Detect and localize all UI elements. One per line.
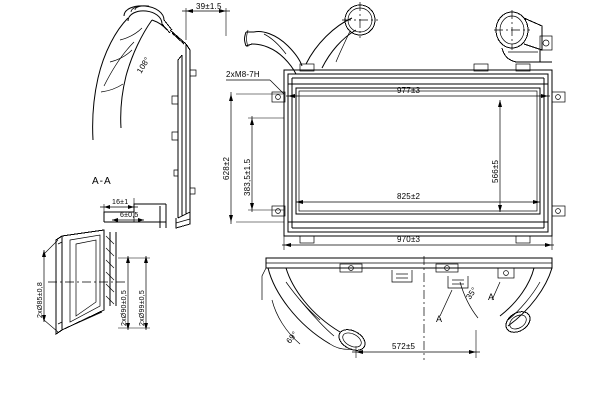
dim-dia-99-label: 2xØ99±0,5 xyxy=(139,290,146,326)
dim-383: 383,5±1.5 xyxy=(243,116,284,212)
dim-6-label: 6±0,5 xyxy=(120,212,138,219)
top-center-port xyxy=(305,2,378,69)
dim-825: 825±2 xyxy=(296,192,540,204)
thread-callout: 2xM8-7H xyxy=(226,70,285,95)
dim-977: 977±3 xyxy=(286,74,550,98)
section-mark-left: A xyxy=(436,289,453,324)
dim-16-label: 16±1 xyxy=(112,199,128,206)
dim-dia-90-label: 2xØ90±0,5 xyxy=(121,290,128,326)
section-mark-a-left: A xyxy=(436,314,442,324)
dim-572-label: 572±5 xyxy=(392,342,416,351)
core-front-view: 2xM8-7H xyxy=(226,63,566,244)
dim-39-label: 39±1.5 xyxy=(196,2,222,11)
dim-970-label: 970±3 xyxy=(397,235,421,244)
thread-note-label: 2xM8-7H xyxy=(226,70,260,79)
dim-dia-99: 2xØ99±0,5 xyxy=(139,256,148,330)
dim-977-label: 977±3 xyxy=(397,86,421,95)
upper-hose-left xyxy=(244,29,303,75)
section-aa-title: A-A xyxy=(92,176,112,187)
section-mark-right: A xyxy=(488,281,501,302)
left-elbow-view: 108° xyxy=(92,5,197,229)
dim-dia-85: 2xØ85±0,8 xyxy=(37,250,46,322)
dim-572: 572±5 xyxy=(352,330,480,358)
dim-dia-85-label: 2xØ85±0,8 xyxy=(37,282,44,318)
dim-6: 6±0,5 xyxy=(112,212,144,222)
dim-dia-90: 2xØ90±0,5 xyxy=(121,256,130,330)
dim-970: 970±3 xyxy=(282,235,554,250)
dim-825-label: 825±2 xyxy=(397,192,421,201)
dim-628: 628±2 xyxy=(222,92,284,224)
section-aa-view: A-A xyxy=(48,176,167,335)
dim-566: 566±5 xyxy=(491,100,502,212)
top-right-port xyxy=(494,10,553,63)
dim-383-label: 383,5±1.5 xyxy=(243,158,252,196)
dim-628-label: 628±2 xyxy=(222,156,231,180)
angle-bottom-left-label: 69° xyxy=(284,330,299,346)
dim-16: 16±1 xyxy=(100,198,138,212)
angle-top-left-label: 108° xyxy=(135,56,152,75)
dim-top-left-width: 39±1.5 xyxy=(182,2,230,40)
dim-566-label: 566±5 xyxy=(491,159,500,183)
bottom-assembly-view: 69° 35° A xyxy=(261,256,553,360)
section-mark-a-right: A xyxy=(488,292,494,302)
